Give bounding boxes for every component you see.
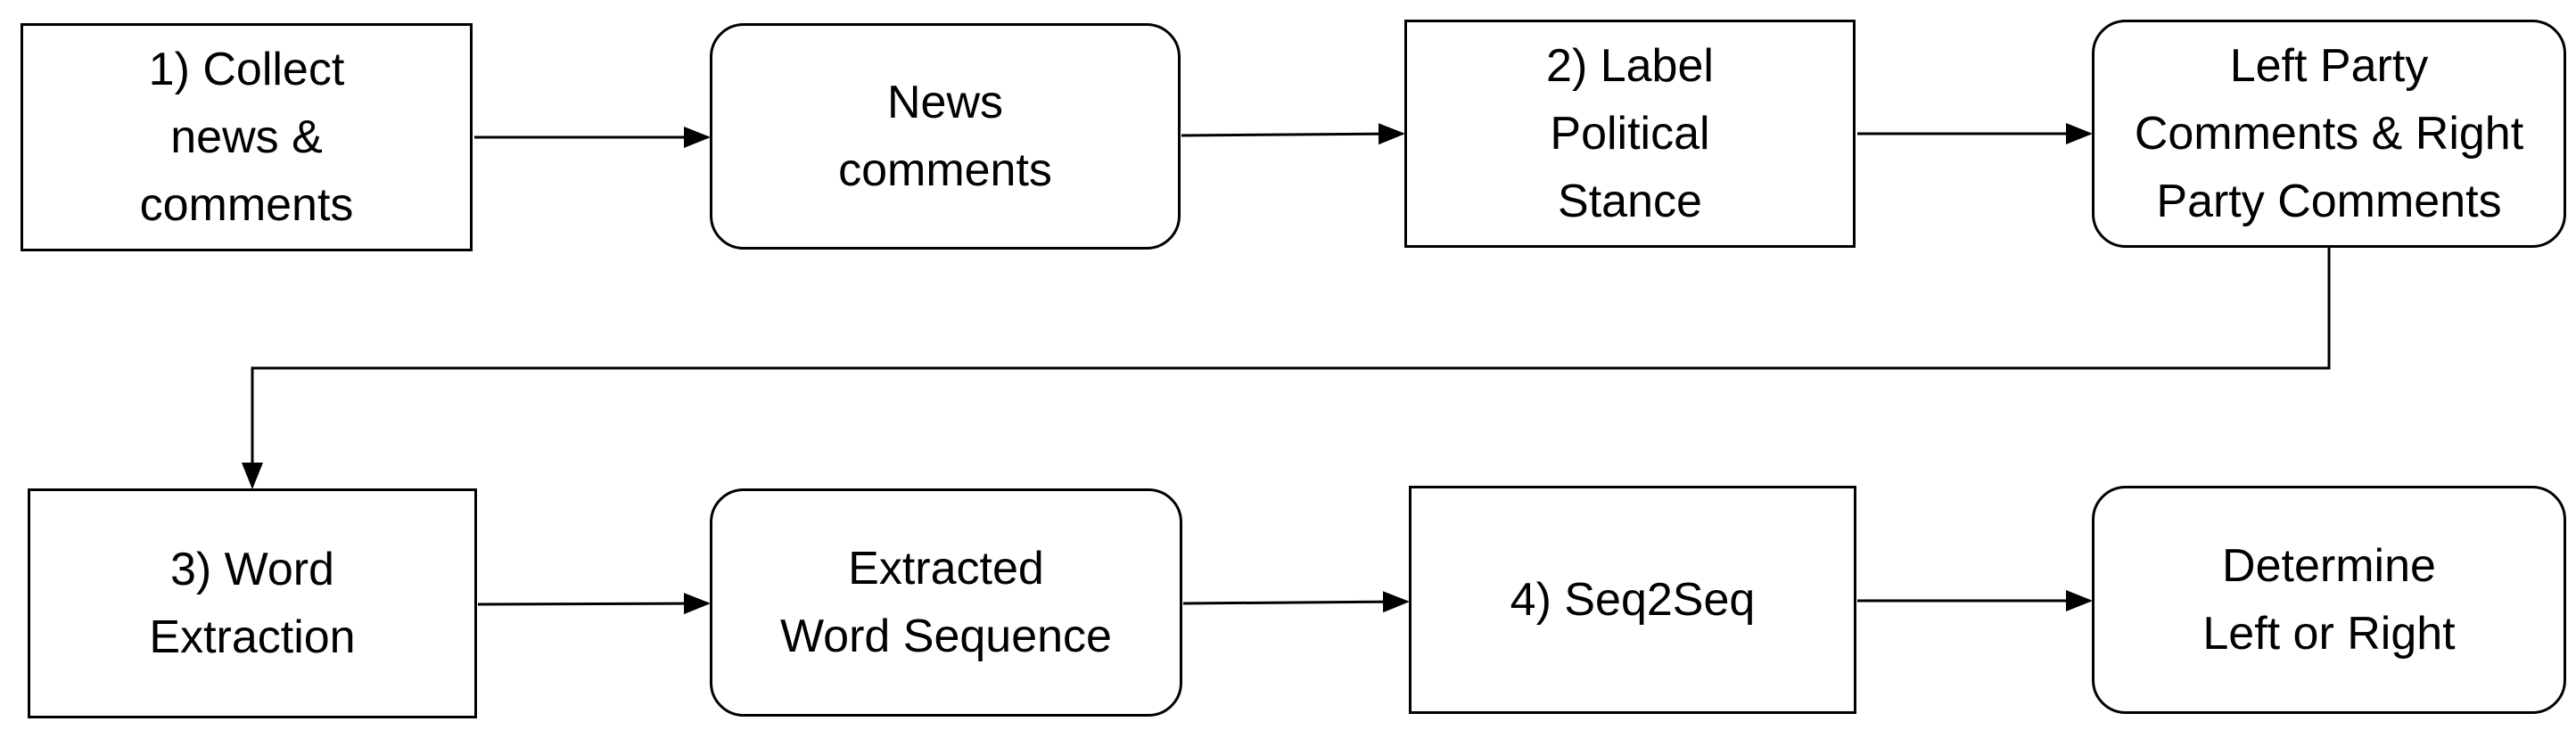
party-comments-label: Left Party Comments & Right Party Commen… xyxy=(2134,40,2524,227)
word-sequence-node: Extracted Word Sequence xyxy=(710,488,1182,717)
word-extraction-label: 3) Word Extraction xyxy=(149,544,356,663)
word-extraction-node: 3) Word Extraction xyxy=(28,488,477,718)
news-comments-node: News comments xyxy=(710,23,1181,250)
seq2seq-label: 4) Seq2Seq xyxy=(1510,574,1756,626)
arrow-word-sequence-to-seq2seq xyxy=(1182,591,1410,613)
collect-news-node: 1) Collect news & comments xyxy=(21,23,473,251)
label-stance-node: 2) Label Political Stance xyxy=(1404,20,1856,248)
arrow-word-extraction-to-word-sequence xyxy=(477,593,711,615)
arrow-party-comments-to-word-extraction xyxy=(242,248,2331,489)
news-comments-label: News comments xyxy=(838,77,1052,196)
arrow-news-comments-to-label-stance xyxy=(1181,123,1405,145)
determine-label: Determine Left or Right xyxy=(2202,540,2456,660)
party-comments-node: Left Party Comments & Right Party Commen… xyxy=(2092,20,2566,248)
seq2seq-node: 4) Seq2Seq xyxy=(1409,486,1856,714)
collect-news-label: 1) Collect news & comments xyxy=(139,44,354,231)
determine-node: Determine Left or Right xyxy=(2092,486,2566,714)
label-stance-label: 2) Label Political Stance xyxy=(1546,40,1714,227)
word-sequence-label: Extracted Word Sequence xyxy=(780,543,1112,662)
